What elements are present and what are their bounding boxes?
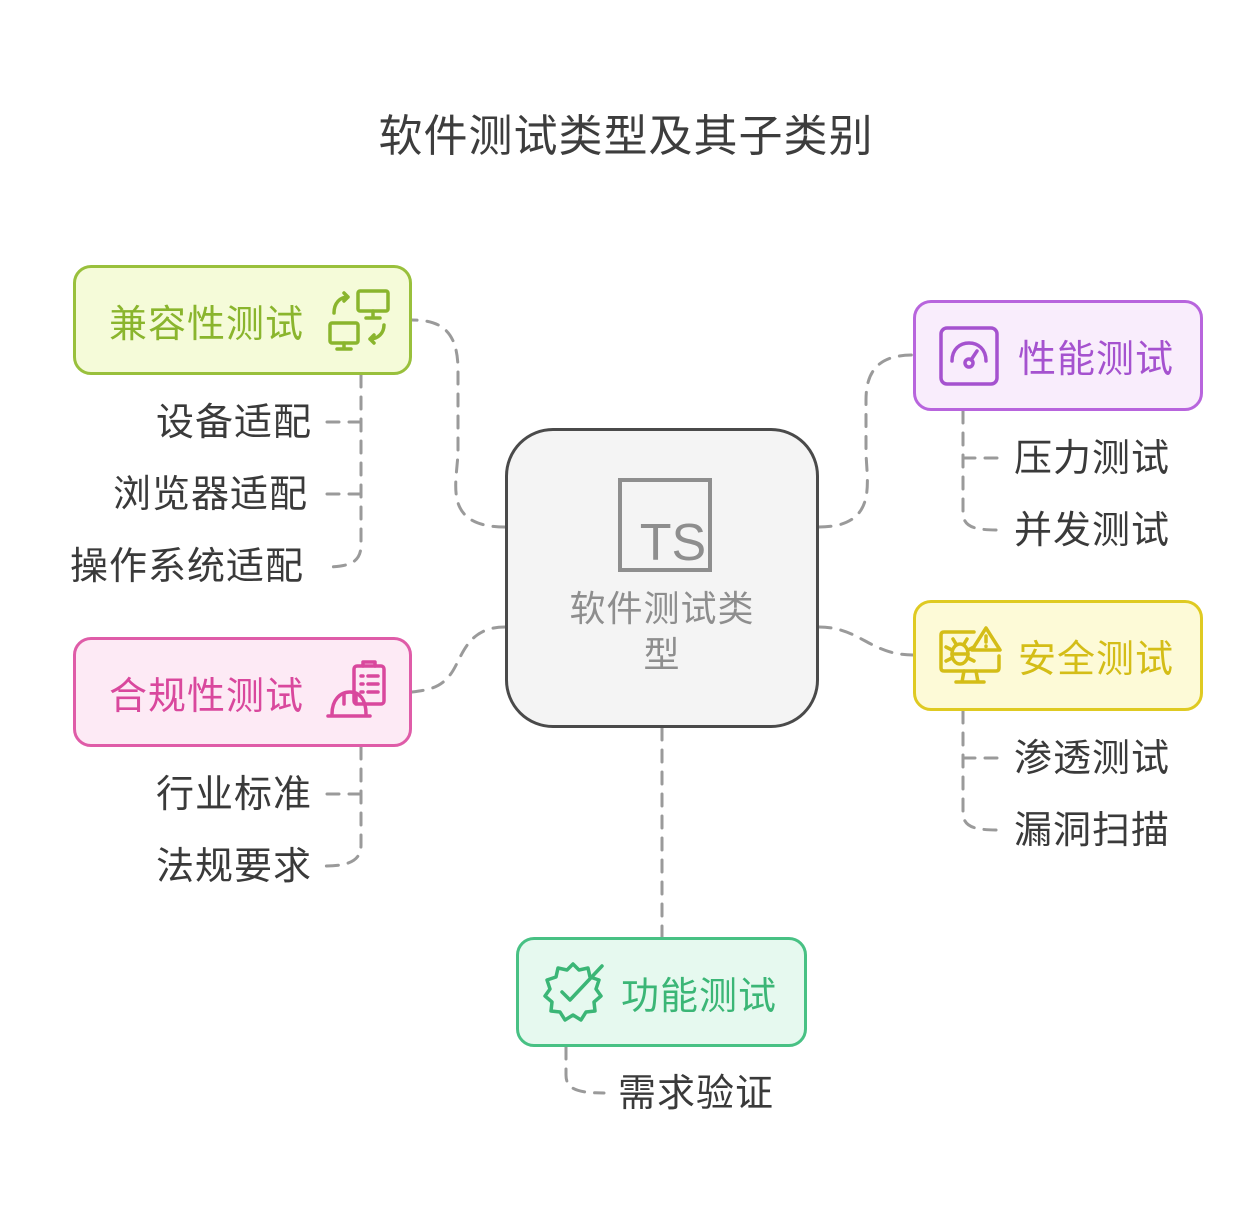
- category-compat-label: 兼容性测试: [109, 301, 305, 346]
- connector-perf-subs: [961, 409, 1000, 532]
- category-security-node[interactable]: 安全测试: [913, 600, 1203, 711]
- center-label: 软件测试类型: [569, 589, 755, 676]
- center-node[interactable]: TS 软件测试类型: [505, 428, 819, 728]
- category-compliance-node[interactable]: 合规性测试: [73, 637, 412, 747]
- connector-func-subs: [564, 1045, 606, 1095]
- sub-compliance-1: 行业标准: [155, 772, 312, 816]
- category-security-label: 安全测试: [1018, 637, 1175, 681]
- category-compliance-label: 合规性测试: [109, 673, 305, 718]
- ts-icon: TS: [618, 478, 712, 572]
- speedometer-icon: [939, 325, 999, 386]
- connector-security-subs: [961, 709, 1000, 832]
- sub-perf-2: 并发测试: [1014, 508, 1171, 552]
- category-perf-label: 性能测试: [1018, 337, 1175, 381]
- category-func-label: 功能测试: [621, 973, 778, 1018]
- sub-security-1: 渗透测试: [1014, 736, 1171, 780]
- sub-compat-3: 操作系统适配: [69, 544, 304, 588]
- connector-center-perf: [817, 353, 915, 529]
- connector-compliance-subs: [323, 745, 363, 868]
- connector-compat-subs: [323, 373, 363, 569]
- category-compat-node[interactable]: 兼容性测试: [73, 265, 412, 375]
- sub-compat-1: 设备适配: [155, 400, 312, 444]
- sub-func-1: 需求验证: [618, 1071, 775, 1115]
- connector-center-compat: [410, 318, 507, 529]
- category-func-node[interactable]: 功能测试: [516, 937, 807, 1047]
- connector-center-security: [817, 625, 915, 657]
- connector-center-compliance: [410, 625, 507, 694]
- badge-check-icon: [543, 962, 604, 1022]
- sub-compliance-2: 法规要求: [155, 844, 312, 888]
- sub-perf-1: 压力测试: [1014, 436, 1171, 480]
- bug-warning-monitor-icon: [939, 625, 1002, 684]
- sub-compat-2: 浏览器适配: [112, 472, 308, 516]
- devices-sync-icon: [328, 289, 390, 351]
- sub-security-2: 漏洞扫描: [1014, 808, 1171, 852]
- svg-text:TS: TS: [640, 514, 706, 572]
- category-perf-node[interactable]: 性能测试: [913, 300, 1203, 411]
- diagram-title: 软件测试类型及其子类别: [378, 111, 874, 162]
- hardhat-clipboard-icon: [326, 660, 386, 718]
